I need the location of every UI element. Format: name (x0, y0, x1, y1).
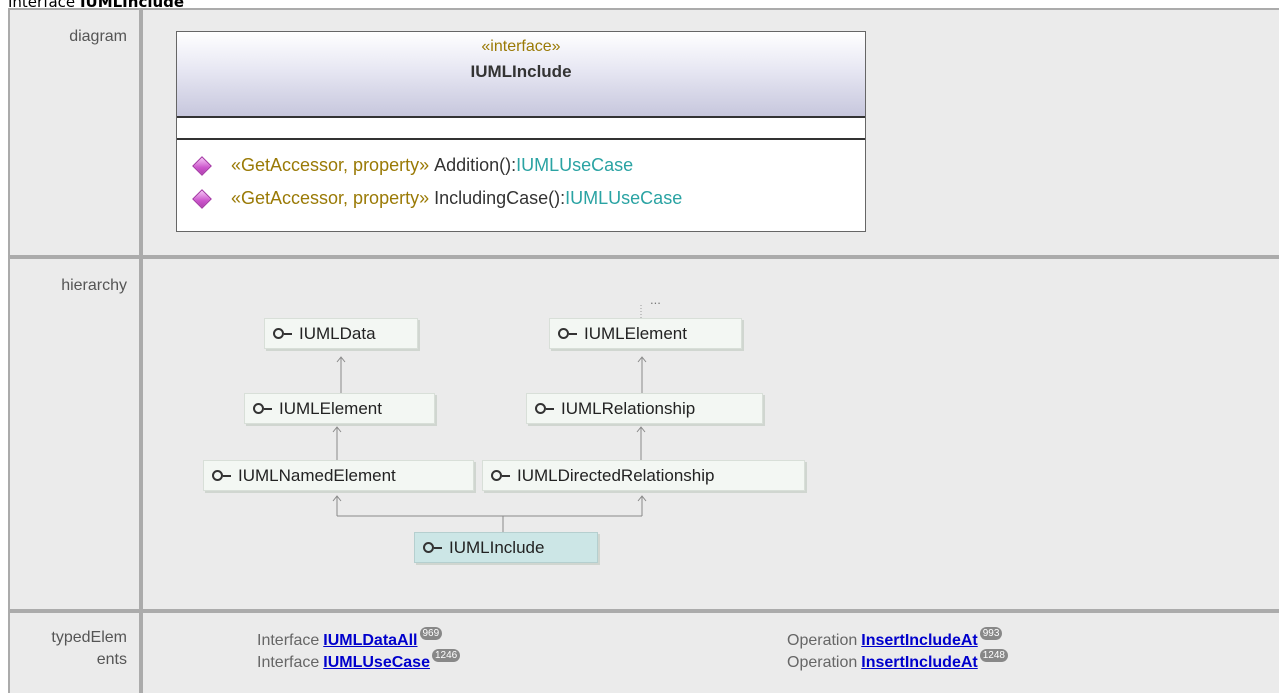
heading-kind: Interface (8, 0, 76, 11)
operations-compartment: «GetAccessor, property» Addition(): IUML… (177, 140, 865, 215)
attributes-compartment (177, 118, 865, 140)
typed-cell (143, 613, 1279, 693)
interface-lollipop-icon (253, 403, 272, 414)
hierarchy-node-iumlelement[interactable]: IUMLElement (244, 393, 435, 424)
row-label-typed-text: typedElem ents (51, 629, 127, 668)
operation-name: Addition(): (434, 155, 517, 175)
operation-stereotype: «GetAccessor, property» (231, 155, 430, 175)
node-label: IUMLRelationship (561, 398, 696, 418)
node-label: IUMLData (299, 323, 376, 343)
class-stereotype: «interface» (481, 38, 561, 55)
interface-lollipop-icon (491, 470, 510, 481)
hierarchy-node-iumlelement-parent[interactable]: IUMLElement (549, 318, 742, 349)
row-label-typed: typedElem ents (10, 613, 139, 693)
arrowhead (332, 495, 342, 502)
typed-link[interactable]: InsertIncludeAt (861, 632, 978, 649)
typed-kind: Interface (257, 632, 320, 649)
hierarchy-node-iumlnamedelement[interactable]: IUMLNamedElement (203, 460, 474, 491)
hierarchy-node-iumldata[interactable]: IUMLData (264, 318, 418, 349)
uml-class-header: «interface» IUMLInclude (177, 32, 865, 118)
interface-lollipop-icon (535, 403, 554, 414)
operation-name: IncludingCase(): (434, 188, 566, 208)
hierarchy-node-iumldirectedrelationship[interactable]: IUMLDirectedRelationship (482, 460, 805, 491)
hierarchy-cell (143, 259, 1279, 609)
operation-stereotype: «GetAccessor, property» (231, 188, 430, 208)
operation-row[interactable]: «GetAccessor, property» Addition(): IUML… (177, 149, 865, 182)
operation-type: IUMLUseCase (565, 188, 683, 208)
interface-lollipop-icon (273, 328, 292, 339)
typed-kind: Operation (787, 632, 858, 649)
page-badge: 993 (979, 627, 1003, 640)
class-name: IUMLInclude (470, 62, 572, 81)
interface-lollipop-icon (558, 328, 577, 339)
row-label-hierarchy-text: hierarchy (61, 277, 127, 294)
interface-lollipop-icon (423, 542, 442, 553)
hierarchy-ellipsis: ... (650, 292, 661, 307)
arrowhead (336, 356, 346, 363)
heading-name: IUMLInclude (79, 0, 185, 11)
typed-link[interactable]: IUMLDataAll (323, 632, 418, 649)
arrowhead (637, 495, 647, 502)
typed-link[interactable]: IUMLUseCase (323, 654, 430, 671)
page-badge: 969 (419, 627, 443, 640)
interface-lollipop-icon (212, 470, 231, 481)
hierarchy-node-iumlinclude[interactable]: IUMLInclude (414, 532, 598, 563)
node-label: IUMLNamedElement (238, 465, 396, 485)
node-label: IUMLElement (279, 398, 382, 418)
node-label: IUMLElement (584, 323, 687, 343)
page-heading: Interface IUMLInclude (8, 0, 184, 11)
typed-link[interactable]: InsertIncludeAt (861, 654, 978, 671)
uml-class-box[interactable]: «interface» IUMLInclude «GetAccessor, pr… (176, 31, 866, 232)
row-label-diagram-text: diagram (69, 28, 127, 45)
operation-type: IUMLUseCase (516, 155, 634, 175)
hierarchy-node-iumlrelationship[interactable]: IUMLRelationship (526, 393, 763, 424)
page-badge: 1248 (979, 649, 1008, 662)
node-label: IUMLDirectedRelationship (517, 465, 715, 485)
typed-kind: Interface (257, 654, 320, 671)
row-label-hierarchy: hierarchy (10, 259, 139, 609)
arrowhead (637, 356, 647, 363)
arrowhead (636, 426, 646, 433)
arrowhead (332, 426, 342, 433)
operation-row[interactable]: «GetAccessor, property» IncludingCase():… (177, 182, 865, 215)
node-label: IUMLInclude (449, 537, 545, 557)
typed-kind: Operation (787, 654, 858, 671)
page-badge: 1246 (431, 649, 461, 662)
row-label-diagram: diagram (10, 10, 139, 255)
